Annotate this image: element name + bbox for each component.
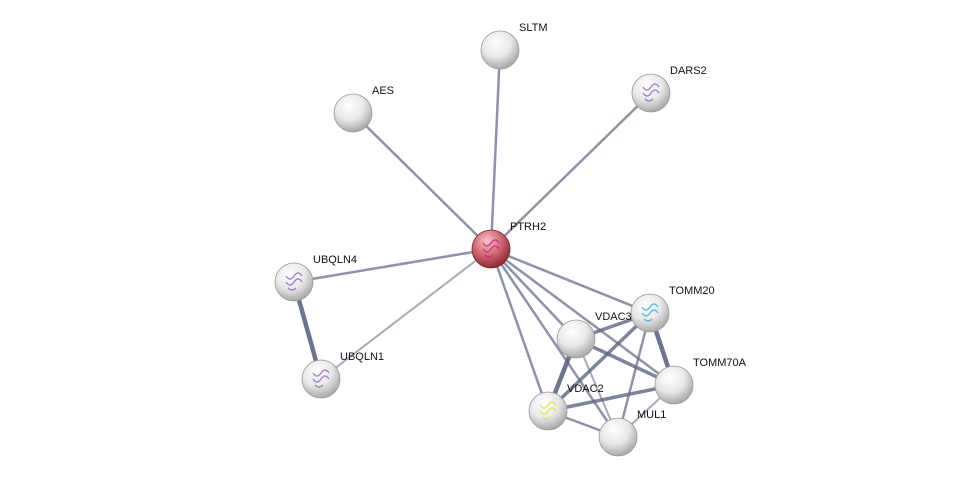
node-ptrh2[interactable]: PTRH2 [471,221,546,269]
edge-ptrh2-vdac3[interactable] [490,248,577,340]
node-label: PTRH2 [510,221,546,233]
node-sphere[interactable] [654,365,694,405]
node-ubqln1[interactable]: UBQLN1 [301,351,384,399]
node-dars2[interactable]: DARS2 [631,65,707,113]
protein-structure-icon [285,272,303,291]
node-tomm70a[interactable]: TOMM70A [654,357,747,405]
edge-vdac2-tomm70a[interactable] [547,383,675,413]
node-label: TOMM20 [669,285,715,297]
node-label: UBQLN4 [313,254,357,266]
node-label: AES [372,85,394,97]
node-label: UBQLN1 [340,351,384,363]
node-label: VDAC3 [595,311,632,323]
node-label: VDAC2 [567,383,604,395]
edge-ptrh2-mul1[interactable] [489,248,620,438]
edge-ptrh2-vdac2[interactable] [489,248,550,412]
node-ubqln4[interactable]: UBQLN4 [274,254,357,302]
edge-tomm20-mul1[interactable] [616,312,652,438]
protein-structure-icon [312,369,330,388]
edge-ptrh2-ubqln4[interactable] [293,247,492,284]
edge-ptrh2-tomm20[interactable] [490,247,651,315]
node-vdac2[interactable]: VDAC2 [528,383,604,431]
edge-ptrh2-sltm[interactable] [489,49,502,250]
node-vdac3[interactable]: VDAC3 [556,311,632,359]
node-sltm[interactable]: SLTM [480,22,548,70]
node-label: DARS2 [670,65,707,77]
protein-structure-icon [641,303,659,322]
node-sphere[interactable] [598,417,638,457]
protein-structure-icon [482,239,500,258]
node-sphere[interactable] [333,93,373,133]
edge-ptrh2-dars2[interactable] [490,92,652,250]
node-mul1[interactable]: MUL1 [598,409,666,457]
node-sphere[interactable] [556,319,596,359]
protein-structure-icon [539,401,557,420]
node-label: TOMM70A [693,357,747,369]
node-label: MUL1 [637,409,666,421]
edge-ptrh2-tomm70a[interactable] [490,247,675,387]
node-label: SLTM [519,22,548,34]
node-sphere[interactable] [480,30,520,70]
node-aes[interactable]: AES [333,85,394,133]
edge-vdac2-tomm20[interactable] [546,311,652,413]
protein-structure-icon [642,83,660,102]
edge-ptrh2-ubqln1[interactable] [320,248,492,380]
edge-ptrh2-aes[interactable] [352,112,492,250]
node-tomm20[interactable]: TOMM20 [630,285,715,333]
